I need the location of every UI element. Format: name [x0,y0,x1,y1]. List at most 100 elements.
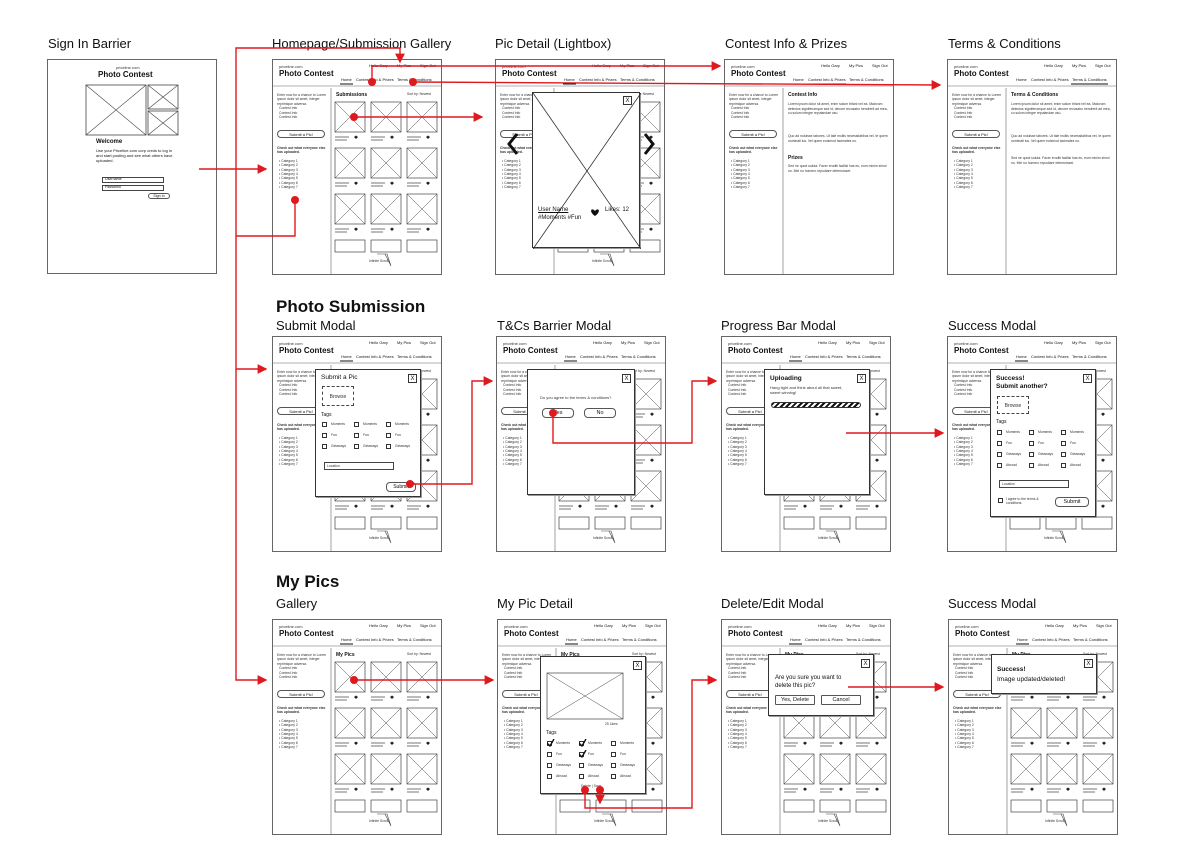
sort-by-dropdown[interactable]: Sort by: Newest [407,92,431,96]
sidebar-category-item[interactable]: • Category 2 [279,723,298,728]
sidebar-category-item[interactable]: • Category 6 [502,180,521,185]
nav-sign-out-link[interactable]: Sign Out [869,623,885,628]
browse-button[interactable]: Browse [322,386,354,406]
heart-icon[interactable] [390,227,394,232]
sidebar-category-item[interactable]: • Category 6 [955,740,974,745]
sidebar-category-item[interactable]: • Category 7 [954,461,973,466]
sidebar-category-item[interactable]: • Category 6 [503,457,522,462]
submit-pic-button[interactable]: Submit a Pic! [952,130,1000,138]
tag-checkbox[interactable] [386,444,391,449]
heart-icon[interactable] [354,181,358,186]
tab-home[interactable]: Home [793,77,804,82]
sidebar-category-item[interactable]: • Category 1 [955,719,974,723]
sidebar-link-contest-info[interactable]: Contest Info [955,666,974,670]
heart-icon[interactable] [591,209,599,216]
heart-icon[interactable] [1102,695,1106,700]
heart-icon[interactable] [1066,741,1070,746]
heart-icon[interactable] [390,181,394,186]
sidebar-link-contest-info[interactable]: Contest Info [731,106,750,110]
tag-checkbox[interactable] [386,422,391,427]
sidebar-category-item[interactable]: • Category 3 [728,444,747,449]
tab-home[interactable]: Home [1016,354,1027,359]
sidebar-link-contest-info[interactable]: Contest Info [728,670,747,675]
sidebar-link-contest-info[interactable]: Contest Info [728,392,747,396]
nav-sign-out-link[interactable]: Sign Out [869,340,885,345]
tag-checkbox[interactable] [354,433,359,438]
submit-pic-button[interactable]: Submit a Pic! [277,690,325,698]
heart-icon[interactable] [649,181,653,186]
sidebar-link-contest-info[interactable]: Contest Info [731,110,750,115]
nav-my-pics-link[interactable]: My Pics [397,340,411,345]
sidebar-category-item[interactable]: • Category 7 [279,744,298,749]
tab-terms[interactable]: Terms & Conditions [397,77,432,82]
sidebar-category-item[interactable]: • Category 4 [728,448,747,453]
tab-terms[interactable]: Terms & Conditions [849,77,884,82]
nav-my-pics-link[interactable]: My Pics [620,63,634,68]
tab-contest-info[interactable]: Contest Info & Prizes [579,77,617,82]
sidebar-category-item[interactable]: • Category 7 [728,461,747,466]
sidebar-link-contest-info[interactable]: Contest Info [503,392,522,396]
heart-icon[interactable] [803,741,807,746]
yes-delete-button[interactable]: Yes, Delete [775,695,815,705]
username-field[interactable]: Username [102,177,164,183]
tab-contest-info[interactable]: Contest Info & Prizes [805,637,843,642]
sidebar-category-item[interactable]: • Category 4 [955,731,974,736]
sidebar-category-item[interactable]: • Category 2 [954,440,973,445]
tag-checkbox[interactable] [354,422,359,427]
heart-icon[interactable] [390,741,394,746]
cancel-button[interactable]: Cancel [821,695,861,705]
sidebar-category-item[interactable]: • Category 5 [502,176,521,181]
heart-icon[interactable] [614,504,618,509]
chevron-left-icon[interactable] [506,132,520,156]
heart-icon[interactable] [390,695,394,700]
sidebar-category-item[interactable]: • Category 4 [279,448,298,453]
sidebar-link-contest-info[interactable]: Contest Info [954,106,973,110]
sidebar-category-item[interactable]: • Category 1 [728,436,747,440]
nav-my-pics-link[interactable]: My Pics [397,63,411,68]
sidebar-link-contest-info[interactable]: Contest Info [955,670,974,675]
location-input[interactable]: Location [999,480,1069,488]
heart-icon[interactable] [875,741,879,746]
sidebar-category-item[interactable]: • Category 4 [731,171,750,176]
sidebar-link-contest-info[interactable]: Contest Info [503,387,522,392]
sidebar-link-contest-info[interactable]: Contest Info [502,110,521,115]
heart-icon[interactable] [354,741,358,746]
close-icon[interactable]: X [861,659,870,668]
sidebar-link-contest-info[interactable]: Contest Info [279,387,298,392]
sidebar-link-contest-info[interactable]: Contest Info [279,106,298,110]
heart-icon[interactable] [651,787,655,792]
tag-checkbox[interactable] [1029,430,1034,435]
sidebar-category-item[interactable]: • Category 2 [728,723,747,728]
tag-checkbox[interactable] [547,752,552,757]
tag-checkbox[interactable] [547,763,552,768]
sidebar-category-item[interactable]: • Category 5 [279,736,298,741]
tab-contest-info[interactable]: Contest Info & Prizes [581,637,619,642]
sidebar-category-item[interactable]: • Category 5 [728,453,747,458]
sidebar-category-item[interactable]: • Category 3 [731,167,750,172]
sidebar-category-item[interactable]: • Category 6 [504,740,523,745]
heart-icon[interactable] [426,504,430,509]
sidebar-category-item[interactable]: • Category 3 [954,444,973,449]
sidebar-category-item[interactable]: • Category 4 [728,731,747,736]
heart-icon[interactable] [1030,741,1034,746]
sidebar-link-contest-info[interactable]: Contest Info [954,387,973,392]
lightbox-user-name[interactable]: User Name [538,207,569,213]
tab-contest-info[interactable]: Contest Info & Prizes [805,354,843,359]
submit-button[interactable]: Submit [1055,497,1089,507]
heart-icon[interactable] [875,412,879,417]
tag-checkbox[interactable] [579,763,584,768]
sidebar-link-contest-info[interactable]: Contest Info [504,666,523,670]
tab-home[interactable]: Home [341,77,352,82]
sidebar-link-contest-info[interactable]: Contest Info [279,675,298,679]
sidebar-category-item[interactable]: • Category 3 [954,167,973,172]
heart-icon[interactable] [839,741,843,746]
heart-icon[interactable] [426,135,430,140]
sidebar-link-contest-info[interactable]: Contest Info [728,675,747,679]
sidebar-category-item[interactable]: • Category 7 [504,744,523,749]
sidebar-category-item[interactable]: • Category 2 [731,163,750,168]
sidebar-category-item[interactable]: • Category 5 [504,736,523,741]
heart-icon[interactable] [1030,787,1034,792]
sidebar-link-contest-info[interactable]: Contest Info [728,666,747,670]
lightbox-tags[interactable]: #Moments #Fun [538,215,582,221]
sidebar-category-item[interactable]: • Category 7 [728,744,747,749]
